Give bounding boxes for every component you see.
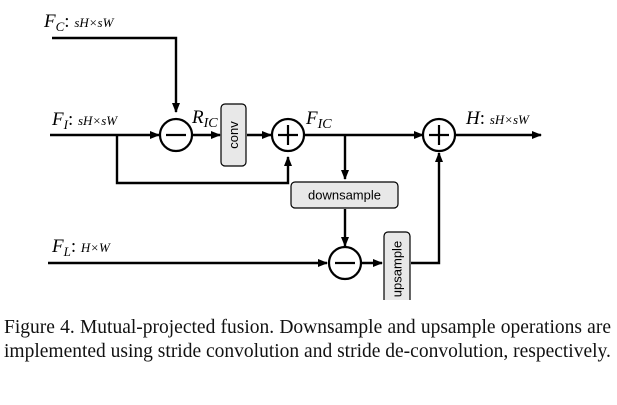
subtract-node-1 (158, 117, 194, 153)
fusion-diagram: conv downsample upsample FC: sH×sW FI: s… (43, 11, 542, 300)
downsample-label: downsample (308, 188, 381, 203)
ric-label: RIC (191, 107, 218, 131)
h-label: H: sH×sW (465, 108, 530, 129)
figure-caption: Figure 4. Mutual-projected fusion. Downs… (4, 317, 611, 362)
subtract-node-2 (327, 245, 363, 281)
upsample-out-connector (411, 152, 443, 265)
add-node-2 (421, 117, 457, 153)
add-node-1 (270, 117, 306, 153)
conv-label: conv (226, 121, 241, 149)
fic-label: FIC (305, 108, 332, 132)
downsample-block (290, 181, 399, 209)
conv-block (220, 103, 247, 167)
fc-connector (52, 36, 180, 113)
upsample-block (383, 231, 411, 300)
fi-label: FI: sH×sW (51, 109, 118, 132)
upsample-label: upsample (390, 241, 405, 297)
skip-connector (115, 135, 292, 185)
fl-label: FL: H×W (51, 236, 111, 259)
fc-label: FC: sH×sW (43, 11, 115, 34)
